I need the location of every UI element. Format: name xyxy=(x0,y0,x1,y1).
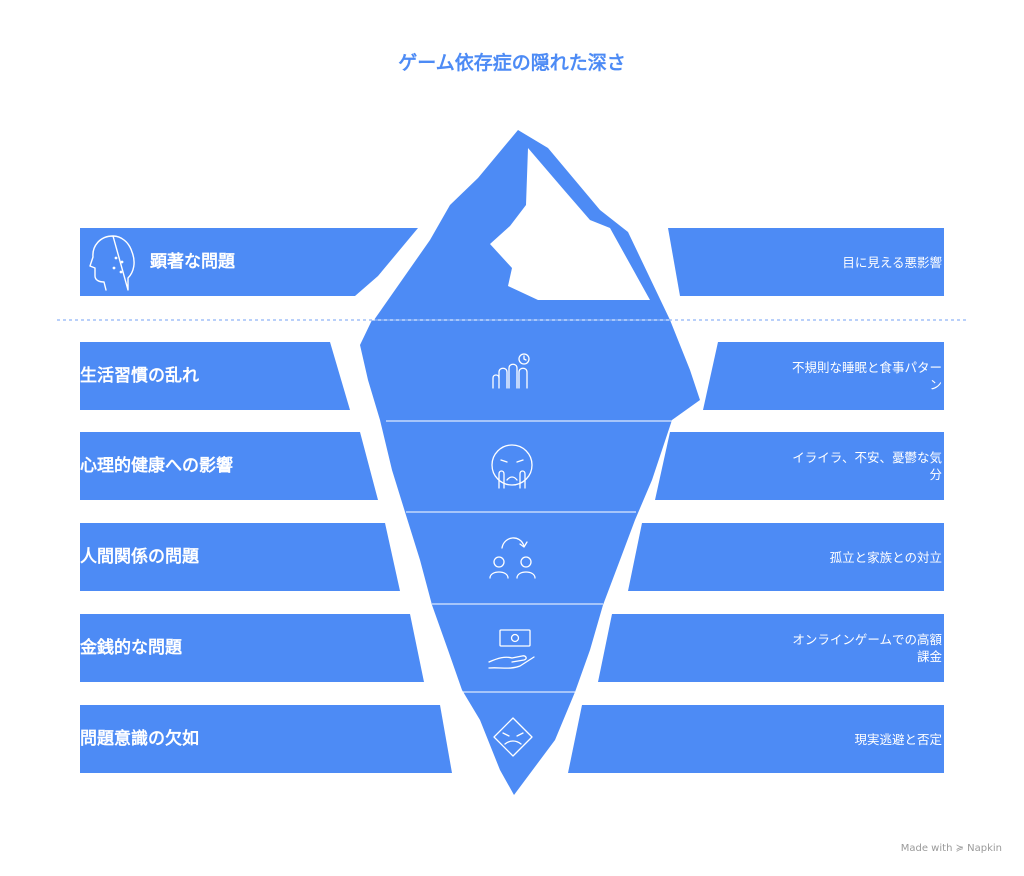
level-4-left-label: 金銭的な問題 xyxy=(80,637,182,658)
iceberg-snow xyxy=(490,148,650,300)
head-icon xyxy=(89,235,135,291)
right-band-top xyxy=(668,228,944,296)
level-3-right-label: 孤立と家族との対立 xyxy=(829,549,942,565)
left-band-5 xyxy=(80,705,452,773)
left-band-1 xyxy=(80,342,350,410)
right-band-1 xyxy=(703,342,944,410)
level-5-right-label: 現実逃避と否定 xyxy=(854,731,942,747)
top-left-label: 顕著な問題 xyxy=(150,251,235,272)
top-right-label: 目に見える悪影響 xyxy=(842,254,942,270)
level-2-right-label: イライラ、不安、憂鬱な気分 xyxy=(792,450,942,482)
right-band-5 xyxy=(568,705,944,773)
level-1-right-label: 不規則な睡眠と食事パターン xyxy=(791,360,942,392)
right-band-2 xyxy=(655,432,944,500)
denial-icon xyxy=(493,717,533,757)
level-3-left-label: 人間関係の問題 xyxy=(80,546,199,567)
routine-icon xyxy=(492,353,530,389)
page-title: ゲーム依存症の隠れた深さ xyxy=(398,52,626,74)
right-band-4 xyxy=(598,614,944,682)
made-with-napkin-footer: Made with ≽ Napkin xyxy=(900,843,1002,854)
left-band-4 xyxy=(80,614,424,682)
level-4-right-label: オンラインゲームでの高額課金 xyxy=(792,632,942,664)
relationship-icon xyxy=(489,537,536,579)
left-band-top xyxy=(80,228,418,296)
level-5-left-label: 問題意識の欠如 xyxy=(80,728,199,749)
iceberg-underwater xyxy=(360,320,700,795)
distressed-face-icon xyxy=(491,444,533,489)
level-1-left-label: 生活習慣の乱れ xyxy=(80,365,199,386)
money-hand-icon xyxy=(488,629,535,669)
level-2-left-label: 心理的健康への影響 xyxy=(80,455,233,476)
left-band-3 xyxy=(80,523,400,591)
right-band-3 xyxy=(628,523,944,591)
left-band-2 xyxy=(80,432,378,500)
